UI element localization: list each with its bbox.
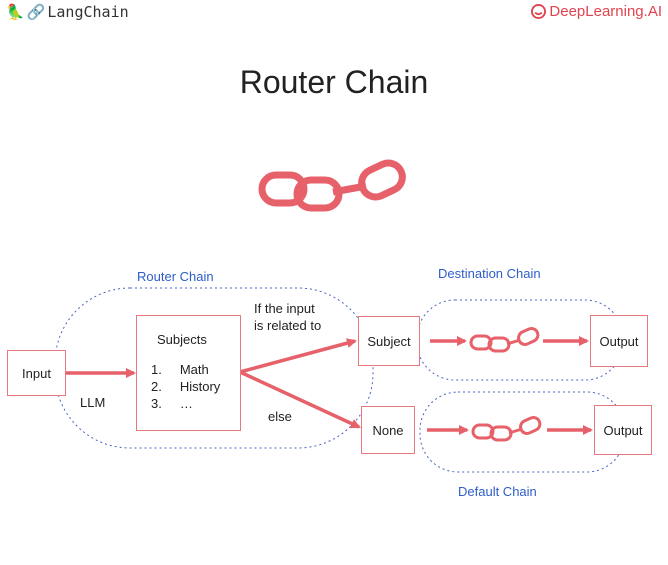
subjects-title: Subjects bbox=[157, 332, 207, 347]
condition-line-2: is related to bbox=[254, 318, 322, 333]
destination-chain-label: Destination Chain bbox=[438, 266, 541, 281]
deeplearning-smile-icon bbox=[531, 4, 547, 19]
langchain-logo: 🦜 🔗 LangChain bbox=[6, 3, 129, 21]
link-icon: 🔗 bbox=[26, 3, 46, 21]
else-label: else bbox=[268, 409, 292, 424]
parrot-icon: 🦜 bbox=[6, 3, 25, 21]
condition-line-1: If the input bbox=[254, 301, 315, 316]
list-item-text: Math bbox=[179, 362, 209, 377]
subject-box-label: Subject bbox=[367, 333, 411, 349]
list-item-text: … bbox=[179, 396, 193, 411]
subjects-to-subject-arrow bbox=[239, 338, 357, 374]
list-item-num: 1. bbox=[151, 362, 162, 377]
subjects-to-none-arrow bbox=[239, 370, 361, 429]
subjects-box: Subjects 1. Math 2. History 3. … bbox=[136, 315, 241, 431]
none-box: None bbox=[361, 406, 415, 454]
deeplearning-logo-text: DeepLearning.AI bbox=[549, 3, 662, 20]
list-item: 2. History bbox=[151, 378, 220, 395]
default-chain-label: Default Chain bbox=[458, 484, 537, 499]
none-box-label: None bbox=[372, 422, 404, 438]
output-bottom-box: Output bbox=[594, 405, 652, 455]
output-bottom-label: Output bbox=[603, 422, 643, 438]
condition-label: If the input is related to bbox=[254, 300, 321, 334]
deeplearning-logo: DeepLearning.AI bbox=[531, 3, 662, 20]
chain-link-icon bbox=[258, 159, 406, 212]
list-item: 3. … bbox=[151, 395, 193, 412]
input-box: Input bbox=[7, 350, 66, 396]
page-title: Router Chain bbox=[239, 64, 429, 100]
list-item: 1. Math bbox=[151, 361, 209, 378]
default-chain-icon bbox=[471, 415, 542, 442]
langchain-logo-text: LangChain bbox=[47, 3, 129, 21]
list-item-num: 3. bbox=[151, 396, 162, 411]
output-top-label: Output bbox=[599, 333, 639, 349]
router-chain-group bbox=[54, 287, 374, 449]
output-top-box: Output bbox=[590, 315, 648, 367]
list-item-num: 2. bbox=[151, 379, 162, 394]
destination-chain-icon bbox=[469, 326, 540, 353]
list-item-text: History bbox=[179, 379, 221, 394]
subject-box: Subject bbox=[358, 316, 420, 366]
llm-label: LLM bbox=[80, 395, 106, 410]
input-label: Input bbox=[22, 365, 51, 381]
router-chain-label: Router Chain bbox=[137, 269, 214, 284]
